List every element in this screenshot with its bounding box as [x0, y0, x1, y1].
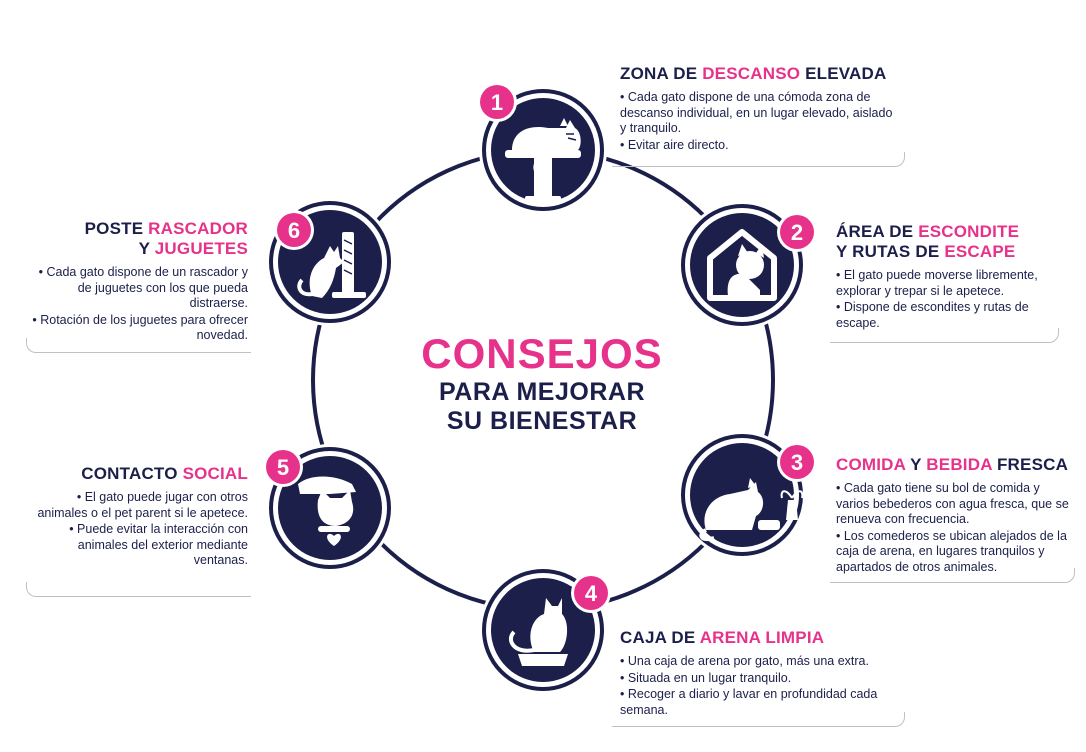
cat-litter-box-icon	[508, 598, 568, 666]
tip-3-title: COMIDA Y BEBIDA FRESCA	[836, 455, 1074, 475]
tip-6-title-part: POSTE	[84, 219, 149, 238]
tip-6-title: POSTE RASCADOR Y JUGUETES	[30, 219, 248, 259]
tip-1-bullet: • Cada gato dispone de una cómoda zona d…	[620, 90, 893, 135]
tip-3-bullet: • Los comederos se ubican alejados de la…	[836, 528, 1067, 574]
tip-5-title-highlight: SOCIAL	[182, 464, 248, 483]
center-heading: CONSEJOS PARA MEJORAR SU BIENESTAR	[392, 330, 692, 436]
tip-4-bullet: • Una caja de arena por gato, más una ex…	[620, 654, 869, 668]
tip-6-title-highlight: JUGUETES	[154, 239, 248, 258]
tip-3-bullet: • Cada gato tiene su bol de comida y var…	[836, 481, 1069, 526]
tip-3-underline	[830, 568, 1075, 583]
tip-4-title-highlight: ARENA LIMPIA	[699, 628, 825, 647]
tip-1-title-part: ELEVADA	[800, 64, 887, 83]
tip-1-bullet: • Evitar aire directo.	[620, 137, 729, 152]
tip-5-bullets: • El gato puede jugar con otros animales…	[36, 490, 248, 569]
tip-3-title-part: FRESCA	[992, 455, 1069, 474]
tip-6-title-highlight: RASCADOR	[148, 219, 248, 238]
tip-5-title: CONTACTO SOCIAL	[36, 464, 248, 484]
node-3: 3	[678, 431, 817, 559]
tip-5-bullet: • El gato puede jugar con otros animales…	[37, 490, 248, 520]
cat-hiding-house-icon	[707, 229, 777, 301]
tip-1-bullets: • Cada gato dispone de una cómoda zona d…	[620, 90, 900, 153]
tip-2-bullet: • El gato puede moverse libremente, expl…	[836, 268, 1038, 298]
node-5: 5	[263, 444, 394, 572]
tip-4-text: CAJA DE ARENA LIMPIA • Una caja de arena…	[620, 628, 900, 719]
node-2: 2	[678, 201, 817, 329]
tip-5-underline	[26, 582, 251, 597]
node-4: 4	[479, 566, 611, 694]
tip-4-bullet: • Recoger a diario y lavar en profundida…	[620, 687, 878, 717]
tip-2-text: ÁREA DE ESCONDITE Y RUTAS DE ESCAPE • El…	[836, 222, 1056, 332]
tip-1-text: ZONA DE DESCANSO ELEVADA • Cada gato dis…	[620, 64, 900, 154]
hand-petting-cat-icon	[298, 476, 356, 546]
tip-6-bullet: • Cada gato dispone de un rascador y de …	[38, 265, 248, 310]
tip-4-underline	[612, 712, 905, 727]
node-1-number: 1	[491, 90, 503, 115]
tip-3-bullets: • Cada gato tiene su bol de comida y var…	[836, 481, 1074, 575]
tip-2-title-highlight: ESCONDITE	[918, 222, 1020, 241]
tip-4-title-part: CAJA DE	[620, 628, 700, 647]
tip-6-title-part: Y	[138, 239, 155, 258]
tip-2-bullets: • El gato puede moverse libremente, expl…	[836, 268, 1056, 331]
tip-6-text: POSTE RASCADOR Y JUGUETES • Cada gato di…	[30, 219, 248, 345]
cat-food-water-icon	[699, 478, 804, 541]
tip-6-bullet: • Rotación de los juguetes para ofrecer …	[32, 312, 248, 343]
tip-2-underline	[830, 328, 1059, 343]
node-3-number: 3	[791, 450, 803, 475]
tip-1-underline	[612, 152, 905, 167]
tip-3-title-highlight: COMIDA	[836, 455, 906, 474]
tip-1-title-highlight: DESCANSO	[702, 64, 801, 83]
tip-3-title-highlight: BEBIDA	[926, 455, 993, 474]
tip-5-bullet: • Puede evitar la interacción con animal…	[69, 522, 248, 567]
node-5-number: 5	[277, 455, 289, 480]
center-title: CONSEJOS	[421, 330, 663, 377]
tip-2-title: ÁREA DE ESCONDITE Y RUTAS DE ESCAPE	[836, 222, 1056, 262]
tip-3-title-part: Y	[905, 455, 927, 474]
tip-5-title-part: CONTACTO	[81, 464, 183, 483]
tip-4-bullet: • Situada en un lugar tranquilo.	[620, 670, 792, 685]
node-6-number: 6	[288, 218, 300, 243]
tip-1-title: ZONA DE DESCANSO ELEVADA	[620, 64, 900, 84]
tip-4-title: CAJA DE ARENA LIMPIA	[620, 628, 900, 648]
tip-3-text: COMIDA Y BEBIDA FRESCA • Cada gato tiene…	[836, 455, 1074, 576]
cat-tree-icon	[505, 118, 581, 202]
tip-2-title-part: Y RUTAS DE	[836, 242, 945, 261]
node-4-number: 4	[585, 581, 598, 606]
tip-2-title-part: ÁREA DE	[836, 222, 919, 241]
tip-6-underline	[26, 338, 251, 353]
tip-6-bullets: • Cada gato dispone de un rascador y de …	[30, 265, 248, 344]
tip-2-bullet: • Dispone de escondites y rutas de escap…	[836, 300, 1029, 330]
node-2-number: 2	[791, 220, 803, 245]
tip-5-text: CONTACTO SOCIAL • El gato puede jugar co…	[36, 464, 248, 570]
tip-2-title-highlight: ESCAPE	[944, 242, 1016, 261]
tip-1-title-part: ZONA DE	[620, 64, 703, 83]
cat-scratching-post-icon	[297, 232, 366, 298]
tip-4-bullets: • Una caja de arena por gato, más una ex…	[620, 654, 900, 718]
center-subtitle-line1: PARA MEJORAR	[438, 378, 645, 406]
center-subtitle-line2: SU BIENESTAR	[446, 407, 638, 435]
node-1: 1	[477, 82, 607, 214]
node-6: 6	[266, 198, 394, 326]
